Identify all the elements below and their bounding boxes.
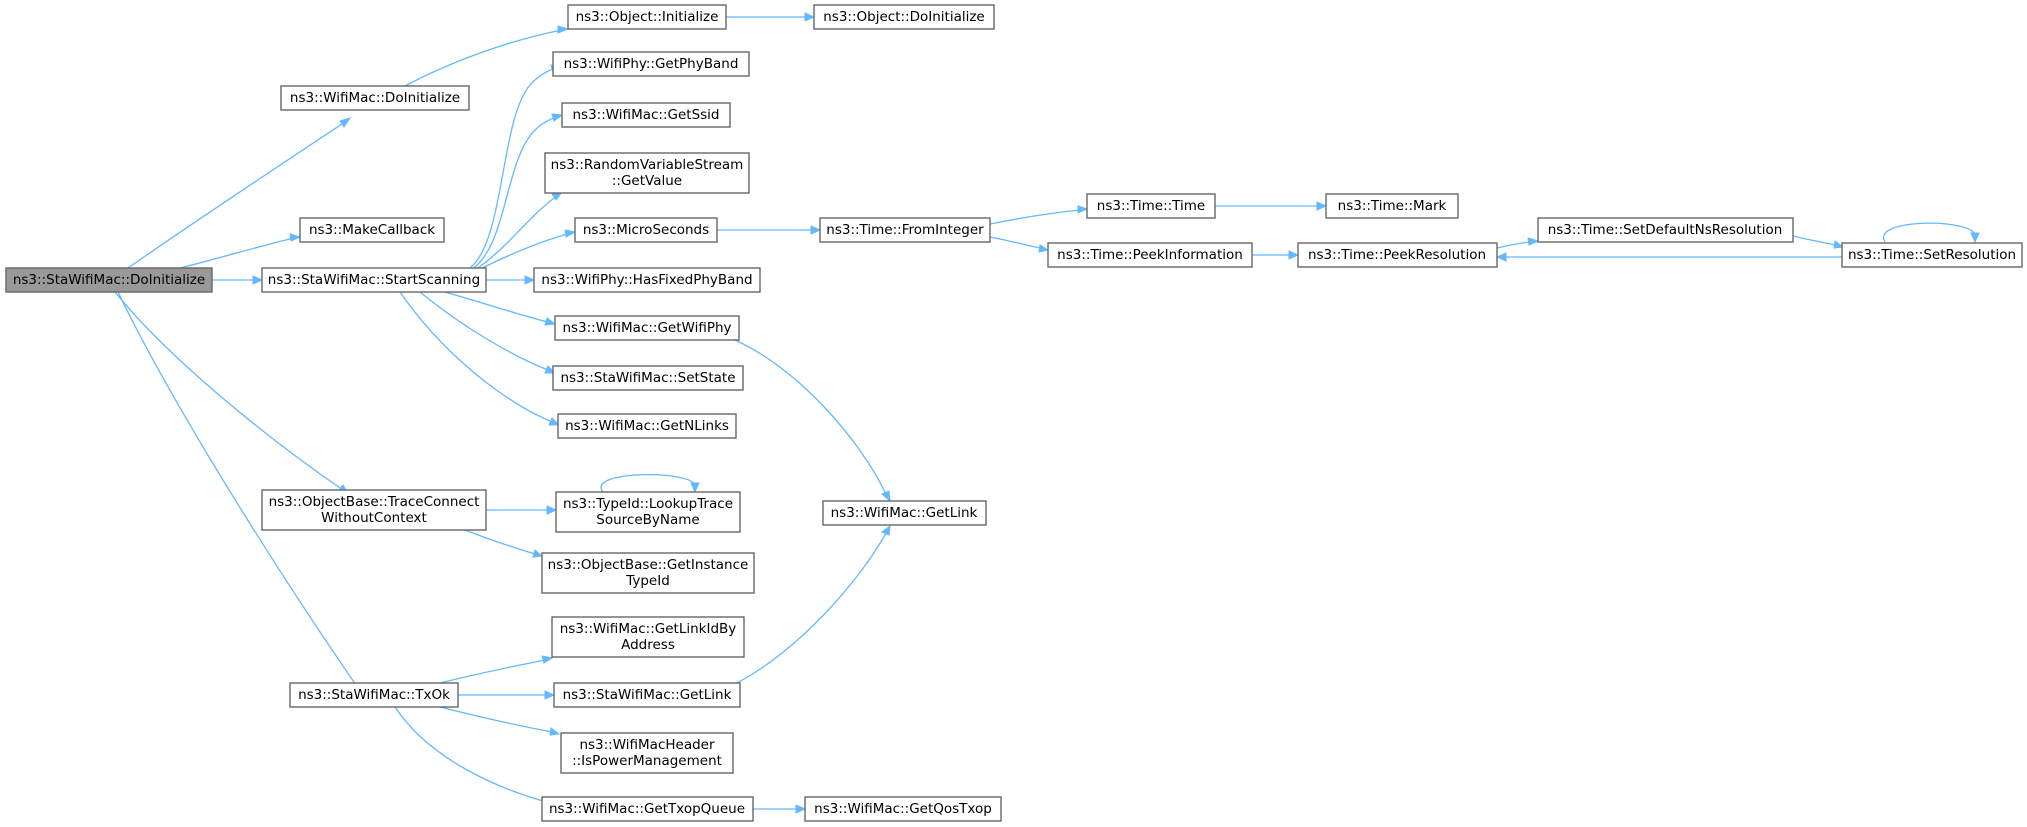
node-label-line2: ::GetValue (612, 173, 682, 189)
node-label-line2: Address (621, 637, 675, 653)
node-hasfixedphyband[interactable]: ns3::WifiPhy::HasFixedPhyBand (533, 267, 761, 293)
edge-txok-to-get-txop (394, 706, 563, 807)
node-label: ns3::Time::FromInteger (826, 222, 984, 238)
node-label: ns3::WifiMac::GetTxopQueue (549, 801, 745, 817)
node-label-line2: TypeId (625, 573, 670, 589)
edge-sta-doinit-to-make-cb (179, 233, 302, 269)
node-label: ns3::MakeCallback (309, 222, 435, 238)
edge-microseconds-to-from-integer (717, 225, 822, 235)
node-label: ns3::StaWifiMac::DoInitialize (13, 272, 205, 288)
node-sta-doinitialize[interactable]: ns3::StaWifiMac::DoInitialize (5, 267, 213, 293)
edge-sta-getlink-to-wifi-getlink (734, 524, 891, 685)
edge-from-integer-to-time-time (989, 205, 1089, 225)
node-microseconds[interactable]: ns3::MicroSeconds (574, 217, 718, 243)
edge-trace-connect-to-get-instance (459, 527, 544, 558)
node-getnlinks[interactable]: ns3::WifiMac::GetNLinks (557, 413, 737, 439)
node-label-line2: WithoutContext (321, 510, 427, 526)
node-label: ns3::StaWifiMac::GetLink (563, 687, 732, 703)
node-peekinformation[interactable]: ns3::Time::PeekInformation (1047, 242, 1253, 268)
node-label: ns3::WifiPhy::GetPhyBand (564, 56, 739, 72)
node-frominteger[interactable]: ns3::Time::FromInteger (819, 217, 991, 243)
edge-txok-to-get-linkid (439, 655, 554, 684)
edge-get-wifiphy-to-wifi-getlink (734, 339, 891, 503)
node-label: ns3::StaWifiMac::SetState (560, 370, 735, 386)
node-time-mark[interactable]: ns3::Time::Mark (1325, 193, 1459, 219)
node-getphyband[interactable]: ns3::WifiPhy::GetPhyBand (552, 51, 750, 77)
node-lookuptrace-sourcebyname[interactable]: ns3::TypeId::LookupTrace SourceByName (555, 491, 741, 533)
edge-txok-to-is-power (439, 706, 561, 736)
edge-start-scan-to-get-ssid (473, 113, 564, 269)
edge-peek-info-to-peek-res (1252, 250, 1300, 260)
node-txok[interactable]: ns3::StaWifiMac::TxOk (289, 682, 459, 708)
edge-lookup-trace-self-loop (600, 474, 700, 494)
edge-get-txop-to-get-qos (753, 804, 807, 814)
node-getlinkidbyaddress[interactable]: ns3::WifiMac::GetLinkIdBy Address (551, 616, 745, 658)
node-label: ns3::Time::PeekInformation (1057, 247, 1243, 263)
node-getwifiphy[interactable]: ns3::WifiMac::GetWifiPhy (554, 315, 740, 341)
node-label: ns3::WifiMac::GetNLinks (565, 418, 729, 434)
node-setresolution[interactable]: ns3::Time::SetResolution (1841, 242, 2023, 268)
node-label: ns3::Object::DoInitialize (823, 9, 985, 25)
node-label: ns3::Time::Mark (1338, 198, 1447, 214)
edge-from-integer-to-peek-info (989, 236, 1050, 253)
node-object-doinitialize[interactable]: ns3::Object::DoInitialize (813, 4, 995, 30)
edge-start-scan-to-get-nlinks (399, 291, 561, 426)
node-startscanning[interactable]: ns3::StaWifiMac::StartScanning (261, 267, 487, 293)
node-setdefaultnsresolution[interactable]: ns3::Time::SetDefaultNsResolution (1537, 217, 1794, 243)
edge-wifi-doinit-to-obj-init (404, 25, 570, 87)
node-label: ns3::WifiMac::GetWifiPhy (562, 320, 731, 336)
node-label: ns3::ObjectBase::GetInstance (548, 557, 749, 573)
node-setstate[interactable]: ns3::StaWifiMac::SetState (552, 365, 744, 391)
node-wifi-getlink[interactable]: ns3::WifiMac::GetLink (822, 500, 987, 526)
edge-time-time-to-mark (1215, 201, 1328, 211)
node-label: ns3::StaWifiMac::StartScanning (268, 272, 480, 288)
node-label: ns3::Time::SetDefaultNsResolution (1548, 222, 1783, 238)
node-getqostxop[interactable]: ns3::WifiMac::GetQosTxop (804, 796, 1002, 822)
node-getssid[interactable]: ns3::WifiMac::GetSsid (561, 102, 731, 128)
edge-sta-doinit-to-start-scan (212, 275, 264, 285)
edge-set-default-ns-to-set-res (1792, 235, 1845, 249)
node-label: ns3::Time::PeekResolution (1308, 247, 1486, 263)
edge-start-scan-to-get-wifiphy (444, 291, 557, 326)
node-label: ns3::Time::Time (1097, 198, 1205, 214)
node-label: ns3::StaWifiMac::TxOk (298, 687, 450, 703)
node-peekresolution[interactable]: ns3::Time::PeekResolution (1297, 242, 1498, 268)
node-traceconnect-withoutcontext[interactable]: ns3::ObjectBase::TraceConnect WithoutCon… (261, 489, 487, 531)
node-label: ns3::WifiMacHeader (579, 737, 715, 753)
edge-sta-doinit-to-wifi-doinit (127, 117, 352, 269)
node-label: ns3::Object::Initialize (576, 9, 719, 25)
node-label: ns3::WifiPhy::HasFixedPhyBand (541, 272, 752, 288)
edge-obj-init-to-obj-doinit (726, 12, 816, 22)
node-getinstancetypeid[interactable]: ns3::ObjectBase::GetInstance TypeId (541, 552, 755, 594)
node-gettxopqueue[interactable]: ns3::WifiMac::GetTxopQueue (541, 796, 754, 822)
node-label: ns3::ObjectBase::TraceConnect (269, 494, 480, 510)
node-time-time[interactable]: ns3::Time::Time (1086, 193, 1216, 219)
node-label: ns3::TypeId::LookupTrace (563, 496, 733, 512)
node-ispowermanagement[interactable]: ns3::WifiMacHeader ::IsPowerManagement (560, 732, 734, 774)
node-label: ns3::MicroSeconds (583, 222, 709, 238)
node-makecallback[interactable]: ns3::MakeCallback (299, 217, 445, 243)
edge-set-res-self-loop (1882, 222, 1980, 244)
node-label: ns3::WifiMac::GetLinkIdBy (560, 621, 737, 637)
edge-peek-res-to-set-default-ns (1496, 237, 1540, 249)
node-label: ns3::RandomVariableStream (551, 157, 744, 173)
edge-trace-connect-to-lookup-trace (485, 505, 558, 515)
edge-set-res-to-peek-res (1495, 252, 1842, 262)
node-label: ns3::WifiMac::DoInitialize (290, 90, 460, 106)
node-label-line2: SourceByName (596, 512, 699, 528)
node-label: ns3::WifiMac::GetQosTxop (814, 801, 992, 817)
edge-start-scan-to-microseconds (481, 229, 577, 269)
edge-sta-doinit-to-trace-connect (114, 291, 350, 495)
node-label-line2: ::IsPowerManagement (572, 753, 722, 769)
node-rvs-getvalue[interactable]: ns3::RandomVariableStream ::GetValue (544, 152, 750, 194)
node-label: ns3::WifiMac::GetSsid (572, 107, 719, 123)
edge-txok-to-sta-getlink (458, 690, 556, 700)
node-wifi-doinitialize[interactable]: ns3::WifiMac::DoInitialize (280, 85, 470, 111)
node-label: ns3::Time::SetResolution (1848, 247, 2016, 263)
node-label: ns3::WifiMac::GetLink (831, 505, 978, 521)
node-object-initialize[interactable]: ns3::Object::Initialize (567, 4, 727, 30)
node-sta-getlink[interactable]: ns3::StaWifiMac::GetLink (553, 682, 741, 708)
